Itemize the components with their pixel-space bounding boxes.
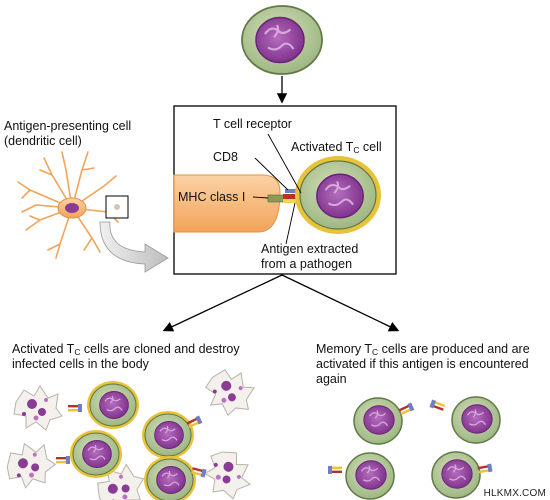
cloned-label-line1: Activated TC cells are cloned and destro… [12,342,240,357]
top-t-cell [241,5,323,75]
dendritic-cell-nucleus [65,203,79,213]
cloned-cells-group [0,361,262,500]
activated-tc-label: Activated TC cell [291,140,382,155]
apc-label-line1: Antigen-presenting cell [4,119,132,133]
memory-label-line2: activated if this antigen is encountered [316,357,529,371]
zoom-box-detail [114,204,120,210]
arrow-to-cloned [162,274,283,332]
antigen-label-line2: from a pathogen [261,257,353,271]
memory-label-line3: again [316,372,347,386]
tcr-label: T cell receptor [213,117,292,131]
memory-label-line1: Memory TC cells are produced and are [316,342,530,357]
mhc-label: MHC class I [178,190,246,204]
apc-label-line2: (dendritic cell) [4,134,82,148]
cd8-molecule [285,189,297,193]
tcr-molecule [283,194,301,199]
memory-cells-group [328,397,500,499]
cloned-label-line2: infected cells in the body [12,357,149,371]
antigen-molecule [283,199,301,203]
arrow-to-memory [281,274,400,332]
leader-mhc [252,196,269,199]
leader-cd8 [254,157,289,191]
zoom-arrow [99,221,169,273]
watermark: HLKMX.COM [483,488,546,499]
leader-tcr [267,133,302,194]
mhc-class-i-cell [173,174,281,233]
cd8-label: CD8 [213,150,239,164]
leader-antigen [285,202,296,245]
antigen-label-line1: Antigen extracted [261,242,359,256]
activated-tc-cell [295,156,381,234]
